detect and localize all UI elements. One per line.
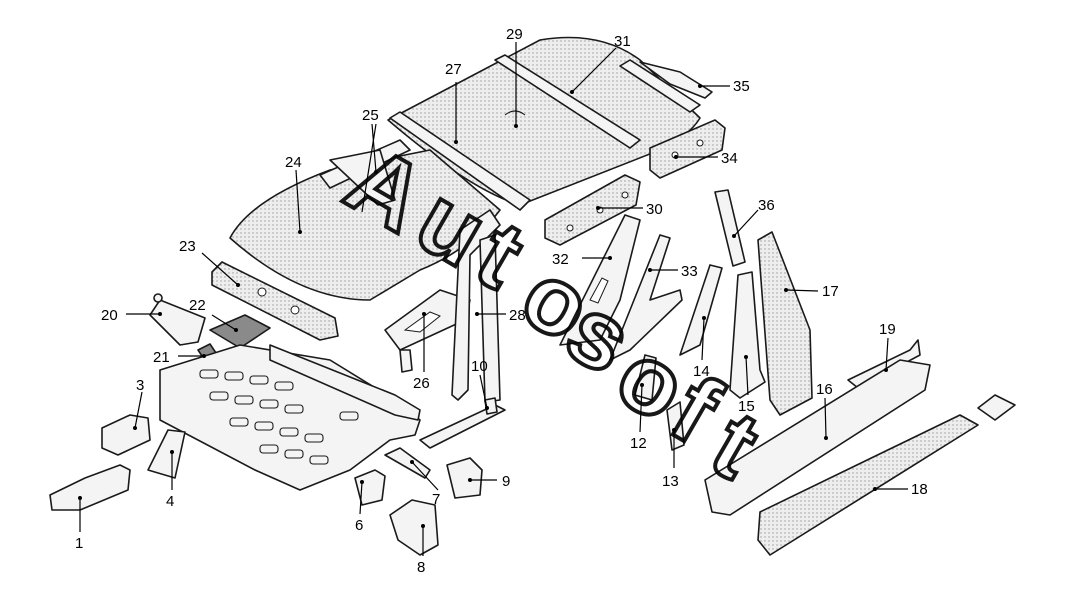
callout-8[interactable]: 8 xyxy=(417,559,425,576)
part-35-bracket[interactable] xyxy=(639,61,713,99)
part-31-roof-bow[interactable] xyxy=(494,54,701,149)
part-28-a-pillar[interactable] xyxy=(451,209,501,403)
part-8-rear-bracket[interactable] xyxy=(389,499,439,556)
leaders xyxy=(78,42,908,556)
part-14-pillar[interactable] xyxy=(679,264,723,356)
part-27-roof-bow[interactable] xyxy=(389,111,531,211)
part-23-cowl-panel[interactable] xyxy=(211,261,339,341)
callout-29[interactable]: 29 xyxy=(506,26,523,43)
part-13-bracket[interactable] xyxy=(666,401,685,451)
part-20-sun-visor[interactable] xyxy=(149,293,206,346)
callout-27[interactable]: 27 xyxy=(445,61,462,78)
callout-33[interactable]: 33 xyxy=(681,263,698,280)
callout-28[interactable]: 28 xyxy=(509,307,526,324)
callout-34[interactable]: 34 xyxy=(721,150,738,167)
parts-layer xyxy=(49,36,1016,556)
callout-17[interactable]: 17 xyxy=(822,283,839,300)
part-17-c-pillar[interactable] xyxy=(757,231,813,416)
callout-10[interactable]: 10 xyxy=(471,358,488,375)
floor-pan[interactable] xyxy=(159,344,421,491)
part-1-front-extension[interactable] xyxy=(49,464,131,511)
callout-30[interactable]: 30 xyxy=(646,201,663,218)
part-end-cap[interactable] xyxy=(977,394,1016,421)
part-30-roof-side-rail[interactable] xyxy=(544,174,641,246)
part-15-pillar-reinforcement[interactable] xyxy=(729,271,766,399)
callout-6[interactable]: 6 xyxy=(355,517,363,534)
callout-25[interactable]: 25 xyxy=(362,107,379,124)
part-33-b-pillar-outer[interactable] xyxy=(609,234,683,361)
part-25-windshield-header[interactable] xyxy=(319,139,411,206)
callout-36[interactable]: 36 xyxy=(758,197,775,214)
callout-23[interactable]: 23 xyxy=(179,238,196,255)
callout-4[interactable]: 4 xyxy=(166,493,174,510)
part-34-rear-rail[interactable] xyxy=(649,119,726,179)
callout-13[interactable]: 13 xyxy=(662,473,679,490)
part-7-bracket[interactable] xyxy=(384,447,431,479)
callout-31[interactable]: 31 xyxy=(614,33,631,50)
callout-12[interactable]: 12 xyxy=(630,435,647,452)
part-36-quarter-pillar[interactable] xyxy=(714,189,746,267)
callout-7[interactable]: 7 xyxy=(432,491,440,508)
part-4-floor-support[interactable] xyxy=(147,429,186,479)
callout-16[interactable]: 16 xyxy=(816,381,833,398)
callout-18[interactable]: 18 xyxy=(911,481,928,498)
callout-14[interactable]: 14 xyxy=(693,363,710,380)
callout-20[interactable]: 20 xyxy=(101,307,118,324)
callout-9[interactable]: 9 xyxy=(502,473,510,490)
callout-19[interactable]: 19 xyxy=(879,321,896,338)
callout-35[interactable]: 35 xyxy=(733,78,750,95)
callout-22[interactable]: 22 xyxy=(189,297,206,314)
part-6-bracket[interactable] xyxy=(354,469,386,506)
callout-24[interactable]: 24 xyxy=(285,154,302,171)
callout-26[interactable]: 26 xyxy=(413,375,430,392)
callout-15[interactable]: 15 xyxy=(738,398,755,415)
callout-21[interactable]: 21 xyxy=(153,349,170,366)
part-9-bracket[interactable] xyxy=(446,457,483,499)
part-10-crossmember[interactable] xyxy=(419,397,506,449)
part-26-a-pillar-inner[interactable] xyxy=(384,289,471,373)
part-12-bracket[interactable] xyxy=(634,354,657,401)
callout-3[interactable]: 3 xyxy=(136,377,144,394)
part-22-dome-light[interactable] xyxy=(209,314,271,349)
callout-1[interactable]: 1 xyxy=(75,535,83,552)
part-16-rocker-panel[interactable] xyxy=(704,359,931,516)
callout-32[interactable]: 32 xyxy=(552,251,569,268)
callout-labels: 1 3 4 6 7 8 9 10 12 13 14 15 16 17 18 19… xyxy=(75,26,928,576)
part-3-floor-bracket[interactable] xyxy=(101,414,151,456)
part-32-b-pillar-inner[interactable] xyxy=(559,214,641,346)
